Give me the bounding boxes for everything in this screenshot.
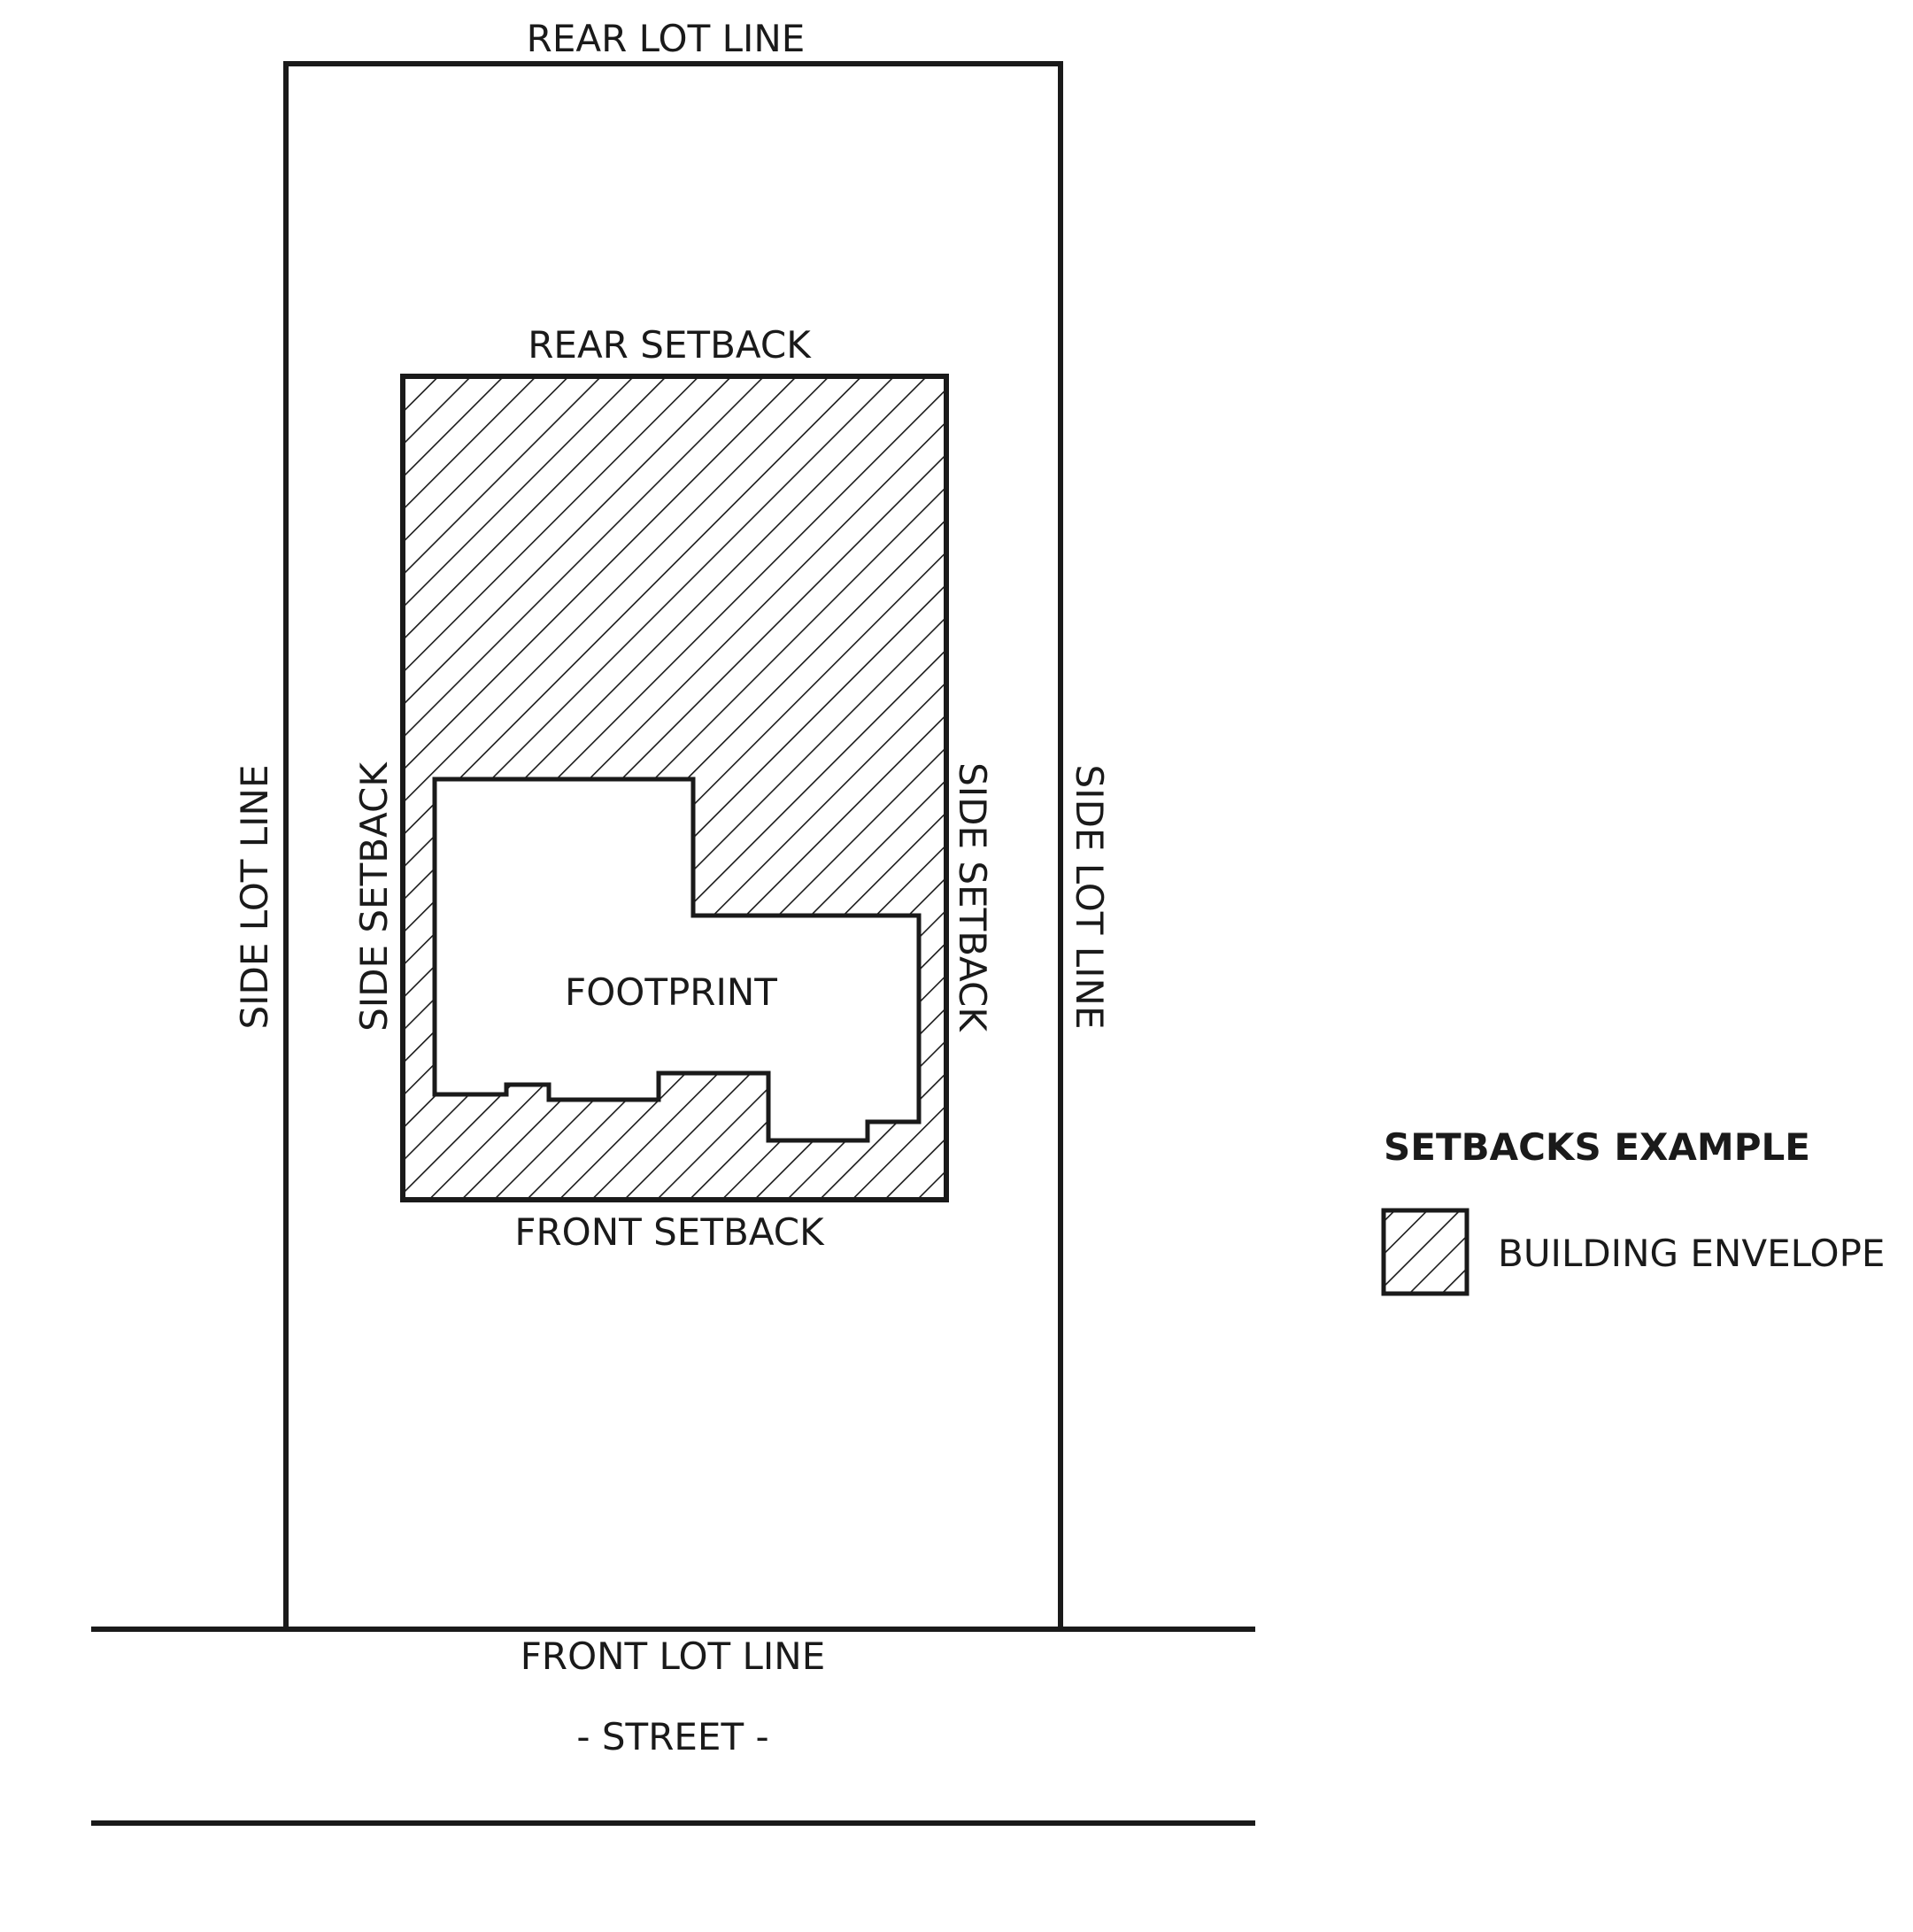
rear-setback-label: REAR SETBACK (528, 323, 812, 367)
side-lot-line-right-label: SIDE LOT LINE (1068, 765, 1111, 1030)
legend-title: SETBACKS EXAMPLE (1384, 1125, 1810, 1169)
legend-swatch-building-envelope (1381, 1208, 1469, 1296)
street-label: - STREET - (576, 1715, 768, 1758)
rear-lot-line-label: REAR LOT LINE (527, 17, 806, 60)
front-setback-label: FRONT SETBACK (514, 1210, 825, 1254)
footprint-shape (432, 777, 922, 1143)
side-setback-right-label: SIDE SETBACK (951, 762, 994, 1032)
side-lot-line-left-label: SIDE LOT LINE (233, 765, 276, 1030)
side-setback-left-label: SIDE SETBACK (352, 761, 396, 1032)
legend-item-building-envelope-label: BUILDING ENVELOPE (1498, 1232, 1885, 1275)
lot-boundary (283, 61, 1063, 1629)
legend: SETBACKS EXAMPLE BUILDING ENVELOPE (1381, 1125, 1885, 1296)
front-lot-line-label: FRONT LOT LINE (521, 1634, 826, 1678)
footprint-label: FOOTPRINT (565, 970, 777, 1014)
